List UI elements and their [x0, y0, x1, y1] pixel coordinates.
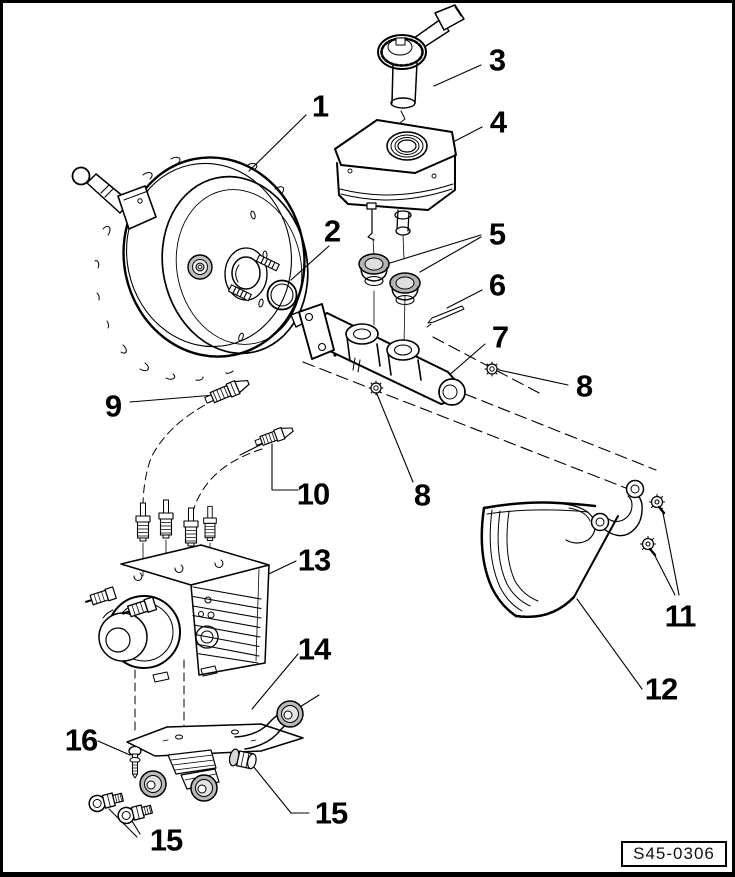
grommet — [389, 272, 421, 306]
bracket-bolt — [88, 792, 124, 813]
pipe-union — [158, 499, 174, 539]
mounting-stud — [255, 254, 280, 272]
callout-10: 10 — [296, 476, 330, 512]
port-boss — [386, 339, 422, 381]
callout-13: 13 — [297, 542, 331, 578]
callout-5: 5 — [488, 216, 506, 252]
shield-screw — [639, 535, 657, 557]
bracket-bolt — [228, 748, 257, 770]
reservoir-outlet — [394, 209, 412, 236]
nut — [484, 361, 500, 377]
pipe-union — [183, 507, 199, 547]
callout-14: 14 — [297, 631, 331, 667]
small-screw — [128, 745, 142, 779]
abs-hydraulic-unit — [84, 544, 270, 683]
brake-servo — [71, 156, 309, 381]
shield-screw — [648, 493, 666, 515]
retaining-pin — [366, 202, 377, 241]
callout-3: 3 — [488, 42, 506, 78]
pipe-union — [135, 502, 151, 542]
callout-15b: 15 — [149, 822, 183, 858]
exploded-diagram — [71, 4, 680, 838]
seal-ring — [266, 279, 298, 311]
pin — [426, 305, 465, 328]
leader-lines — [97, 64, 680, 838]
nut — [368, 380, 384, 396]
callout-8b: 8 — [413, 477, 431, 513]
grommet — [358, 253, 390, 287]
reservoir-cap — [377, 4, 465, 127]
rim-tabs — [94, 156, 285, 381]
pipe-union — [203, 505, 217, 541]
callout-16: 16 — [64, 722, 98, 758]
mounting-bracket — [126, 700, 304, 802]
face-marks — [238, 210, 268, 342]
bracket-bolt — [117, 804, 153, 825]
callout-15a: 15 — [314, 795, 348, 831]
callout-4: 4 — [489, 104, 507, 140]
pump-motor — [98, 595, 181, 669]
callout-2: 2 — [323, 213, 341, 249]
heat-shield — [480, 479, 645, 619]
valve-block-fins — [192, 568, 262, 664]
callout-12: 12 — [644, 671, 678, 707]
union-fitting-10 — [254, 426, 294, 446]
banjo-screw — [84, 586, 117, 606]
end-cap — [438, 378, 466, 406]
callout-6: 6 — [488, 267, 506, 303]
callout-8a: 8 — [575, 368, 593, 404]
hub-washer — [187, 254, 213, 280]
port-boss — [345, 323, 381, 367]
callout-7: 7 — [491, 319, 509, 355]
callout-11: 11 — [664, 598, 697, 634]
union-fitting-9 — [204, 379, 250, 404]
pushrod — [71, 166, 157, 230]
banjo-screw — [122, 596, 158, 618]
pipe-hook — [563, 479, 645, 544]
drawing-code: S45-0306 — [633, 844, 715, 863]
fluid-reservoir — [334, 119, 457, 241]
master-cylinder — [290, 303, 466, 406]
cap-connector-plug — [434, 4, 465, 31]
callout-9: 9 — [104, 388, 122, 424]
mounting-stud — [227, 284, 252, 302]
drawing-code-box: S45-0306 — [621, 841, 727, 867]
grommets — [358, 234, 421, 345]
callout-1: 1 — [311, 88, 329, 124]
mounting-flange — [298, 303, 335, 360]
